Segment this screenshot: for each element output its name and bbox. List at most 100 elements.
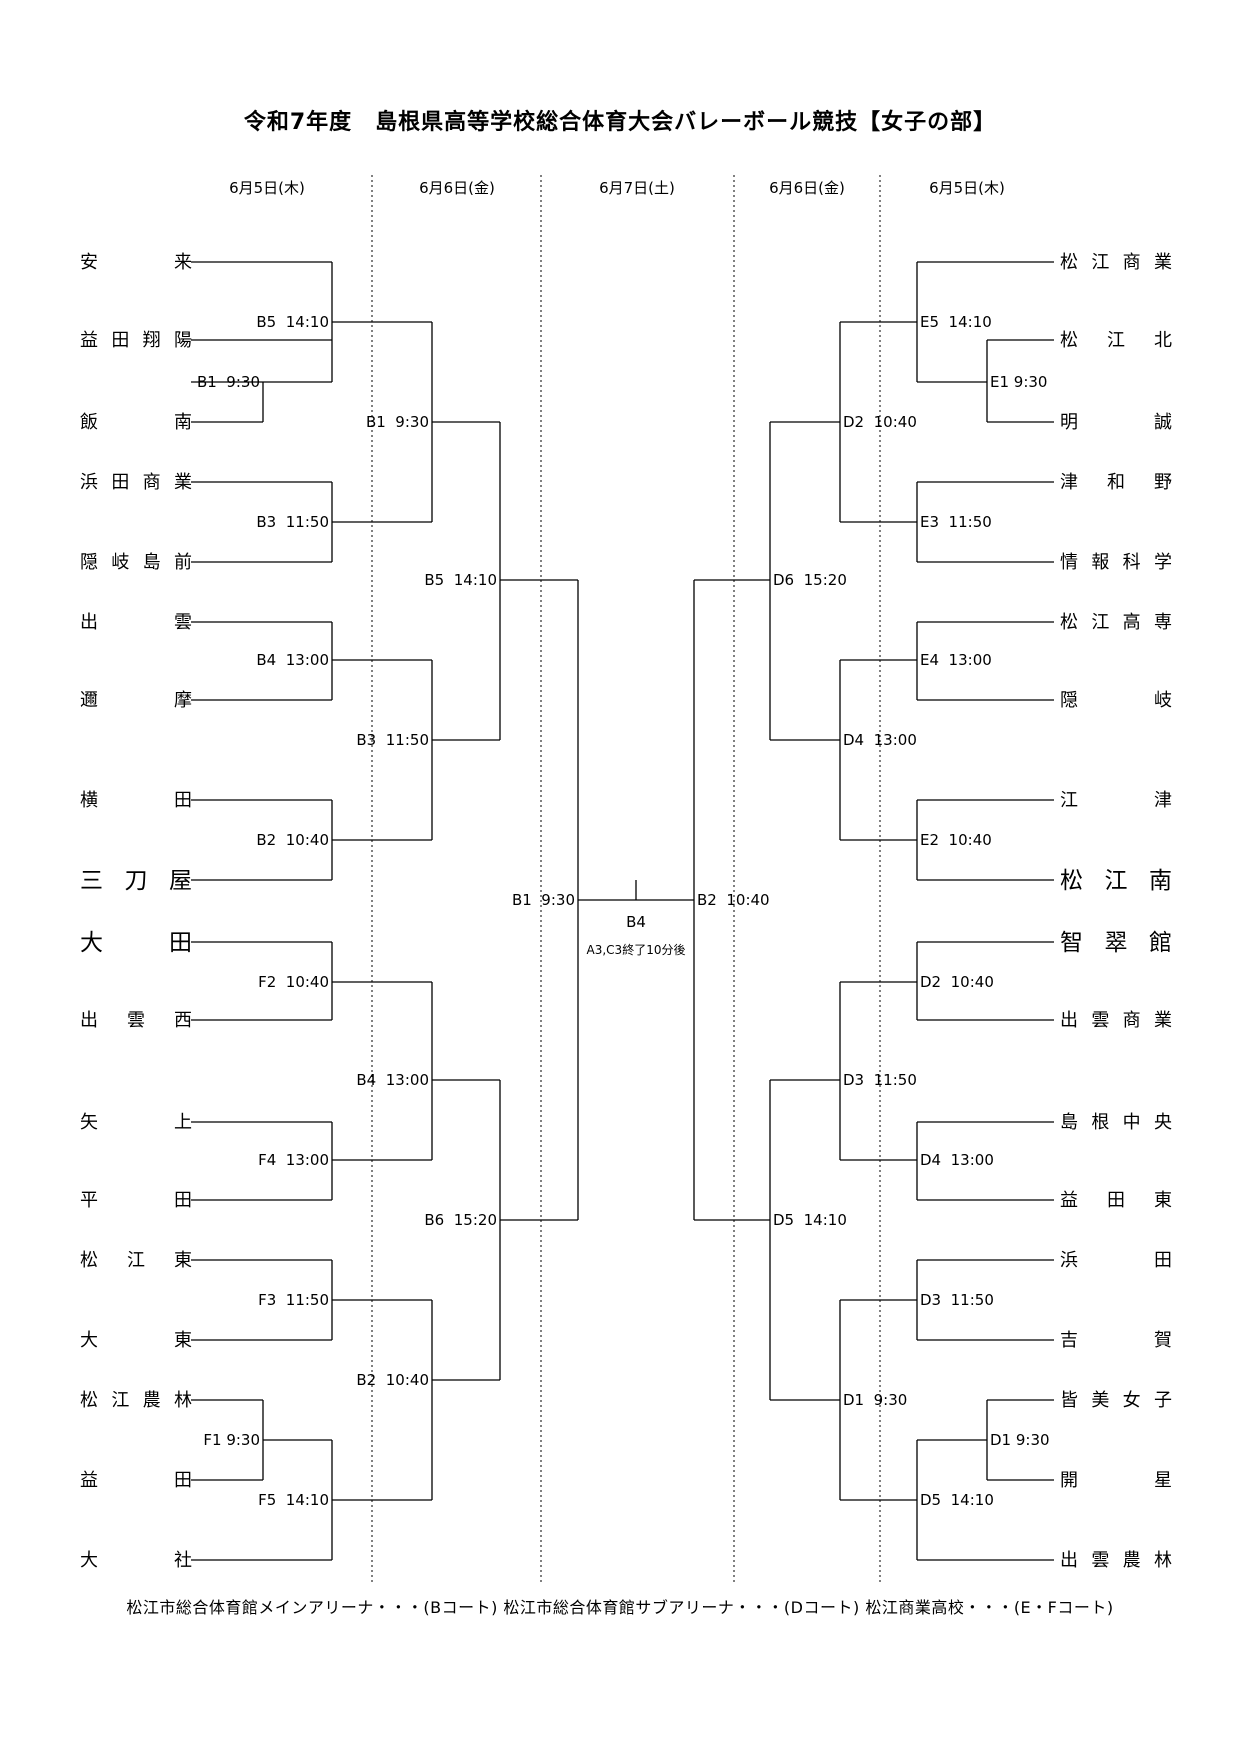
final-match-label: B4	[626, 913, 646, 931]
team-right-10: 智翠館	[1060, 930, 1172, 956]
team-right-14: 浜田	[1060, 1250, 1172, 1271]
team-left-16: 松江農林	[80, 1390, 192, 1411]
match-right-d4-r1: D4 13:00	[920, 1151, 994, 1169]
right-r1-e4-lines	[840, 621, 1054, 701]
left-r1-f2-lines	[191, 941, 432, 1021]
match-left-b6-r3: B6 15:20	[424, 1211, 497, 1229]
left-r1-f1-f5-lines	[191, 1399, 432, 1561]
match-right-e5-r1: E5 14:10	[920, 313, 992, 331]
match-right-d4-r2: D4 13:00	[843, 731, 917, 749]
tournament-title: 令和7年度 島根県高等学校総合体育大会バレーボール競技【女子の部】	[243, 110, 997, 135]
team-right-7: 隠岐	[1060, 690, 1172, 711]
left-r3-b5-lines	[499, 422, 578, 740]
left-r2-b1-lines	[191, 261, 500, 522]
team-right-15: 吉賀	[1060, 1330, 1172, 1351]
team-left-6: 出雲	[80, 612, 192, 633]
match-left-f2-r1: F2 10:40	[258, 973, 329, 991]
match-right-d3-r1: D3 11:50	[920, 1291, 994, 1309]
match-left-f4-r1: F4 13:00	[258, 1151, 329, 1169]
team-right-18: 出雲農林	[1060, 1550, 1172, 1571]
team-left-7: 邇摩	[80, 690, 192, 711]
team-left-1: 安来	[80, 252, 192, 273]
date-right-day2: 6月6日(金)	[769, 179, 845, 197]
match-right-e4-r1: E4 13:00	[920, 651, 992, 669]
left-r1-b3-lines	[191, 481, 432, 563]
match-left-f5-r1: F5 14:10	[258, 1491, 329, 1509]
right-r1-d3-lines	[840, 1259, 1054, 1341]
team-right-16: 皆美女子	[1060, 1390, 1172, 1411]
right-r1-d1-d5-lines	[840, 1399, 1054, 1561]
match-left-b2-r1: B2 10:40	[256, 831, 329, 849]
date-left-day1: 6月5日(木)	[229, 179, 305, 197]
match-right-d2-r1: D2 10:40	[920, 973, 994, 991]
match-left-b4-r2: B4 13:00	[356, 1071, 429, 1089]
team-right-13: 益田東	[1060, 1190, 1172, 1211]
final-match-note: A3,C3終了10分後	[587, 942, 686, 957]
match-right-d1-r2: D1 9:30	[843, 1391, 907, 1409]
team-left-15: 大東	[80, 1330, 192, 1351]
left-r2-b2-lines	[431, 1300, 500, 1500]
team-left-18: 大社	[80, 1550, 192, 1571]
date-center-day3: 6月7日(土)	[599, 179, 675, 197]
team-right-11: 出雲商業	[1060, 1010, 1172, 1031]
team-left-9: 三刀屋	[80, 868, 192, 894]
match-right-d5-r3: D5 14:10	[773, 1211, 847, 1229]
team-left-4: 浜田商業	[80, 472, 192, 493]
right-r2-d3-lines	[770, 982, 841, 1160]
left-r1-b2-lines	[191, 799, 432, 881]
left-r1-b1-lines	[191, 262, 432, 423]
match-left-b3-r2: B3 11:50	[356, 731, 429, 749]
left-r3-b6-lines	[499, 1080, 578, 1380]
team-left-14: 松江東	[80, 1250, 192, 1271]
right-r3-d6-lines	[694, 422, 771, 740]
team-right-4: 津和野	[1060, 472, 1172, 493]
match-right-d1-r1: D1 9:30	[990, 1431, 1050, 1449]
left-r1-f3-lines	[191, 1259, 432, 1341]
left-r1-f4-lines	[191, 1121, 432, 1201]
match-right-d3-r2: D3 11:50	[843, 1071, 917, 1089]
team-left-11: 出雲西	[80, 1010, 192, 1031]
bracket-lines	[191, 261, 1054, 1561]
left-r2-b4-lines	[431, 982, 500, 1160]
match-right-e3-r1: E3 11:50	[920, 513, 992, 531]
team-left-2: 益田翔陽	[80, 330, 192, 351]
match-left-semi: B1 9:30	[512, 891, 575, 909]
left-team-list: 安来 益田翔陽 飯南 浜田商業 隠岐島前 出雲 邇摩 横田 三刀屋 大田 出雲西…	[80, 252, 192, 1571]
date-right-day1: 6月5日(木)	[929, 179, 1005, 197]
team-left-8: 横田	[80, 790, 192, 811]
right-team-list: 松江商業 松江北 明誠 津和野 情報科学 松江高専 隠岐 江津 松江南 智翠館 …	[1060, 252, 1172, 1571]
team-left-3: 飯南	[80, 412, 192, 433]
match-left-b4-r1: B4 13:00	[256, 651, 329, 669]
match-left-f3-r1: F3 11:50	[258, 1291, 329, 1309]
right-r2-d2-lines	[770, 322, 841, 522]
right-match-labels: E5 14:10 E1 9:30 D2 10:40 E3 11:50 D6 15…	[697, 313, 1050, 1509]
right-r3-d5-lines	[694, 1080, 771, 1400]
match-right-d5-r1: D5 14:10	[920, 1491, 994, 1509]
team-left-17: 益田	[80, 1470, 192, 1491]
team-right-12: 島根中央	[1060, 1112, 1172, 1133]
match-right-d6-r3: D6 15:20	[773, 571, 847, 589]
date-left-day2: 6月6日(金)	[419, 179, 495, 197]
right-r2-d4-lines	[770, 660, 841, 840]
left-r2-b3-lines	[431, 660, 500, 840]
team-right-1: 松江商業	[1060, 252, 1172, 273]
team-right-17: 開星	[1060, 1470, 1172, 1491]
right-r2-d1-lines	[770, 1300, 841, 1500]
team-right-8: 江津	[1060, 790, 1172, 811]
right-semi-lines	[636, 580, 695, 1220]
match-left-b5-r3: B5 14:10	[424, 571, 497, 589]
match-right-e2-r1: E2 10:40	[920, 831, 992, 849]
column-separators	[371, 175, 881, 1583]
team-right-5: 情報科学	[1060, 552, 1172, 573]
left-match-labels: B5 14:10 B1 9:30 B1 9:30 B3 11:50 B5 14:…	[197, 313, 575, 1509]
team-left-5: 隠岐島前	[80, 552, 192, 573]
match-right-e1-r1: E1 9:30	[990, 373, 1047, 391]
team-right-3: 明誠	[1060, 412, 1172, 433]
match-right-d2-r2: D2 10:40	[843, 413, 917, 431]
left-semi-lines	[577, 580, 636, 1220]
right-r1-e1-e5-lines	[840, 261, 1054, 423]
match-left-f1-r1: F1 9:30	[203, 1431, 260, 1449]
right-r1-e2-lines	[840, 799, 1054, 881]
team-left-10: 大田	[80, 930, 192, 956]
